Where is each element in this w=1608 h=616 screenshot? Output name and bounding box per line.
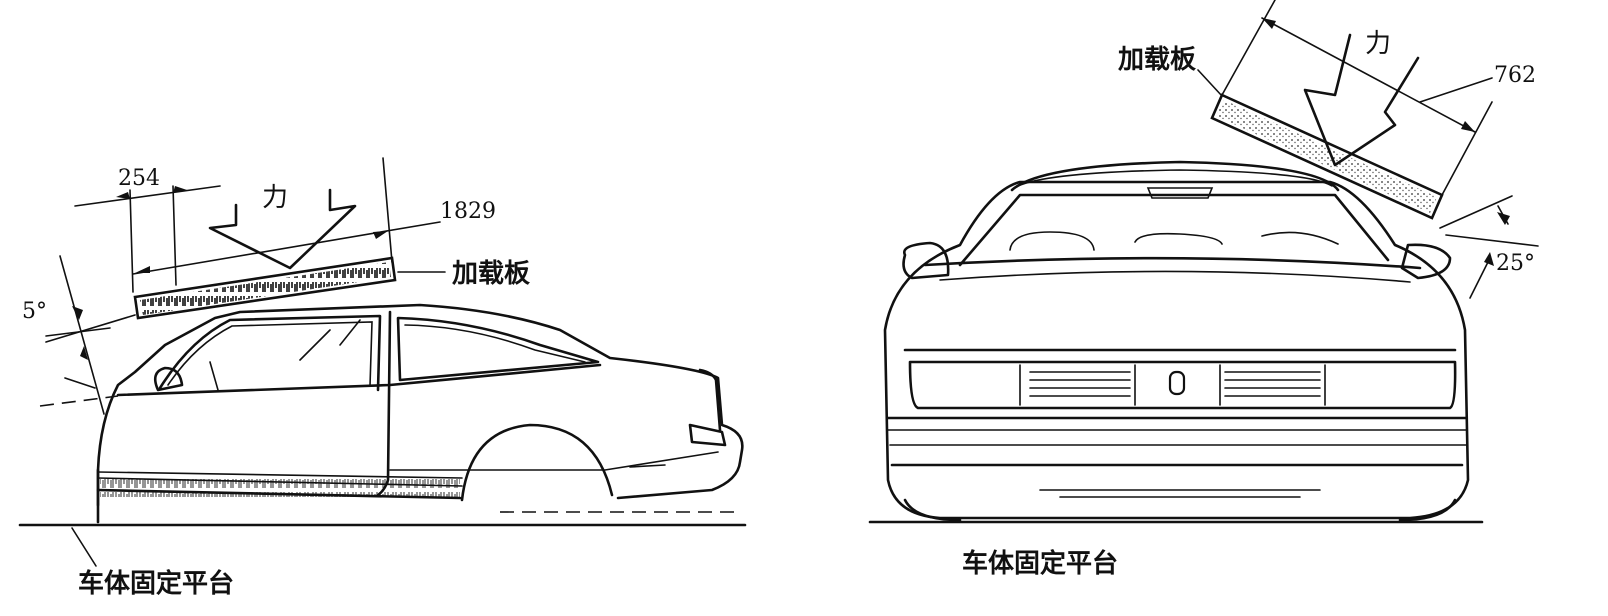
rear-angle-25: 25° xyxy=(1439,195,1539,299)
side-platform-label: 车体固定平台 xyxy=(78,568,234,599)
rear-force-arrow xyxy=(1303,33,1420,167)
side-loading-plate xyxy=(133,256,397,320)
rear-dim-762: 762 xyxy=(1494,63,1536,88)
rear-loading-plate xyxy=(1210,93,1444,220)
side-force-label: 力 xyxy=(262,183,288,213)
side-angle-5: 5° xyxy=(22,255,136,415)
side-dim-254: 254 xyxy=(118,166,160,191)
side-view: 力 254 1829 加载板 5° 车体固定平台 xyxy=(18,157,747,599)
side-plate-label: 加载板 xyxy=(452,259,530,289)
rear-angle-label: 25° xyxy=(1496,251,1535,276)
rear-car-body xyxy=(883,160,1470,522)
rear-plate-label: 加载板 xyxy=(1118,45,1196,75)
side-angle-label: 5° xyxy=(22,299,47,324)
rear-view: 762 力 加载板 25° 车体固定平台 xyxy=(868,0,1539,579)
side-force-arrow xyxy=(208,188,357,270)
side-platform-leader xyxy=(71,527,97,567)
side-car-body xyxy=(39,303,744,513)
rear-force-label: 力 xyxy=(1365,29,1391,59)
side-dim-1829: 1829 xyxy=(440,199,496,224)
rear-platform-label: 车体固定平台 xyxy=(962,548,1118,579)
side-dimensions: 254 1829 xyxy=(74,157,496,293)
rear-dimensions: 762 xyxy=(1221,0,1536,196)
